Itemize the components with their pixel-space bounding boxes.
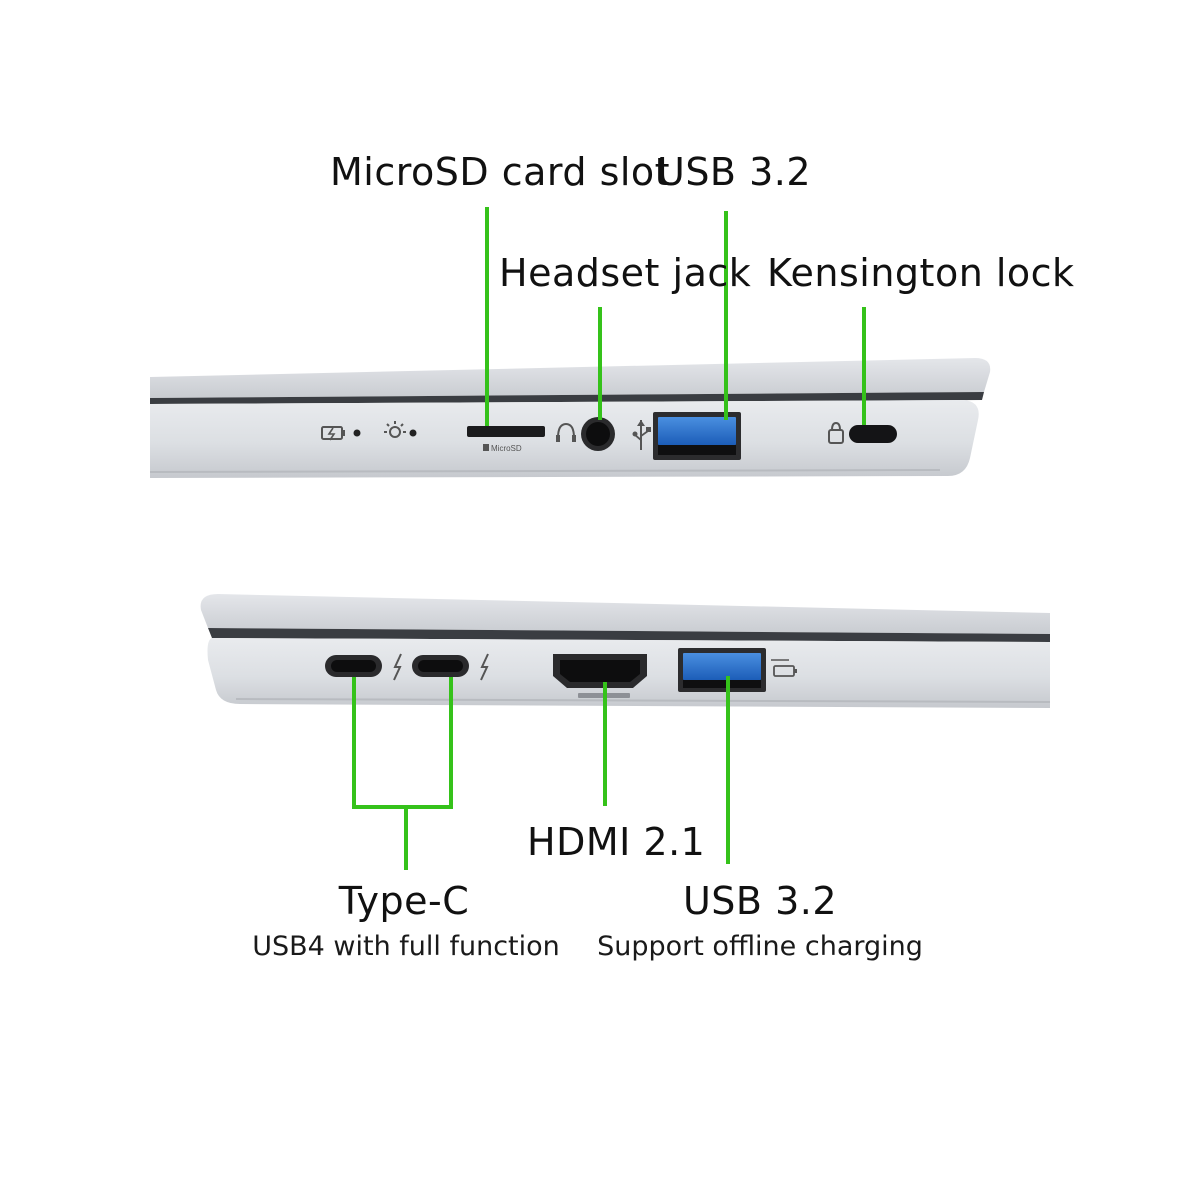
microsd-slot: MicroSD (467, 426, 545, 453)
battery-charge-icon (321, 426, 361, 441)
label-type-c: Type-C (338, 879, 470, 923)
label-usb-3-2-left: USB 3.2 (657, 150, 812, 194)
label-microsd-card-slot: MicroSD card slot (330, 150, 671, 194)
usb-a-port-left (653, 412, 741, 460)
label-type-c-subtext: USB4 with full function (252, 931, 560, 962)
microsd-marking: MicroSD (491, 444, 522, 453)
power-light-icon (384, 421, 417, 438)
type-c-port-2 (412, 655, 469, 677)
laptop-right-side (200, 594, 1051, 708)
label-headset-jack: Headset jack (499, 251, 752, 295)
type-c-port-1 (325, 655, 382, 677)
label-usb-3-2-right-subtext: Support offline charging (597, 931, 923, 962)
hdmi-port (553, 654, 647, 698)
thunderbolt-icon (393, 653, 402, 681)
laptop-left-side (149, 358, 991, 478)
usb-a-port-right (678, 648, 766, 692)
label-usb-3-2-right: USB 3.2 (682, 879, 838, 923)
kensington-slot (849, 425, 897, 443)
headset-jack (581, 417, 615, 451)
callout-lines-left (485, 207, 866, 426)
callout-lines-right (352, 676, 730, 870)
thunderbolt-icon (480, 653, 489, 681)
usb-charge-icon (771, 659, 797, 677)
label-kensington-lock: Kensington lock (767, 251, 1075, 295)
usb-icon (632, 420, 651, 450)
headset-icon (556, 422, 576, 442)
lock-icon (828, 421, 844, 444)
label-hdmi-2-1: HDMI 2.1 (527, 820, 706, 864)
